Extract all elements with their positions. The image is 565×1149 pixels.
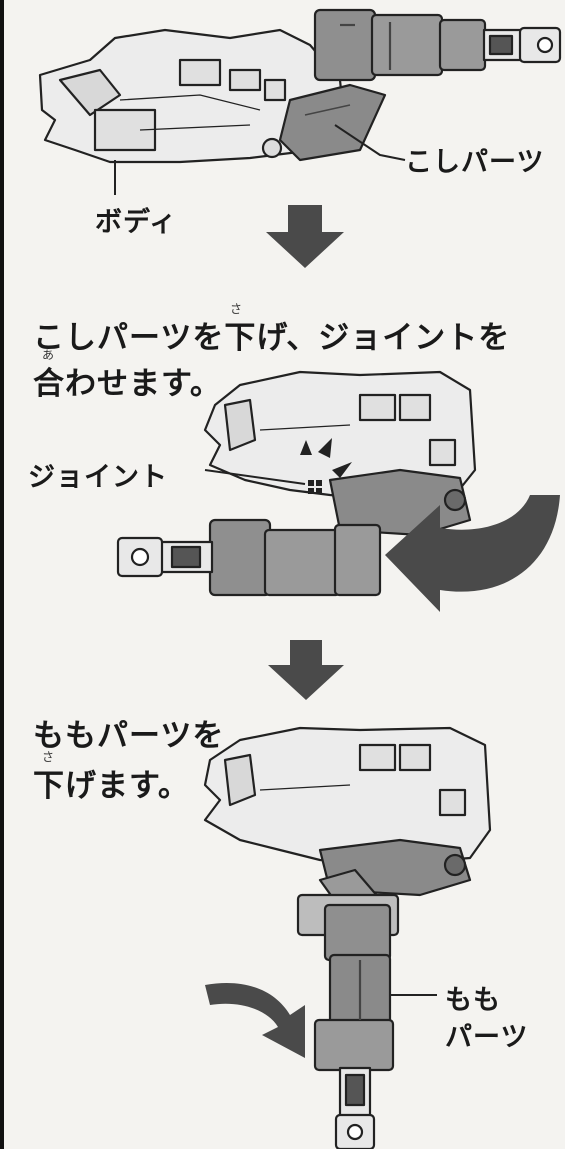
joint-callout-line (204, 469, 306, 485)
ruby-sa-1: さ (230, 302, 243, 316)
step3-instruction-line1: ももパーツを (33, 718, 225, 754)
down-arrow-1 (266, 205, 344, 268)
step1-leg-horizontal (313, 8, 562, 82)
step3-hip-part (318, 838, 472, 917)
label-joint: ジョイント (28, 462, 168, 493)
ruby-sa-2: さ (42, 750, 55, 764)
step2-instruction-line1: こしパーツを下げ、ジョイントを (33, 320, 511, 356)
label-body: ボディ (95, 207, 178, 238)
left-border (0, 0, 4, 1149)
step2-robot-body (203, 370, 477, 502)
label-thigh-line1: もも (445, 985, 501, 1016)
step2-instruction-line2: 合わせます。 (33, 366, 222, 402)
curved-down-arrow (205, 983, 305, 1058)
label-hip-part: こしパーツ (405, 147, 545, 178)
step3-robot-body (203, 726, 492, 867)
step2-leg-horizontal (116, 518, 382, 597)
down-arrow-2 (268, 640, 344, 700)
rotate-arrow (385, 495, 560, 612)
step2-joint-marks (300, 438, 352, 494)
ruby-a: あ (42, 348, 55, 362)
step3-instruction-line2: 下げます。 (33, 768, 190, 804)
step1-callout-lines (114, 124, 406, 195)
label-thigh-line2: パーツ (445, 1022, 529, 1053)
step3-leg-vertical (296, 893, 400, 1149)
step1-robot-body (38, 28, 347, 164)
